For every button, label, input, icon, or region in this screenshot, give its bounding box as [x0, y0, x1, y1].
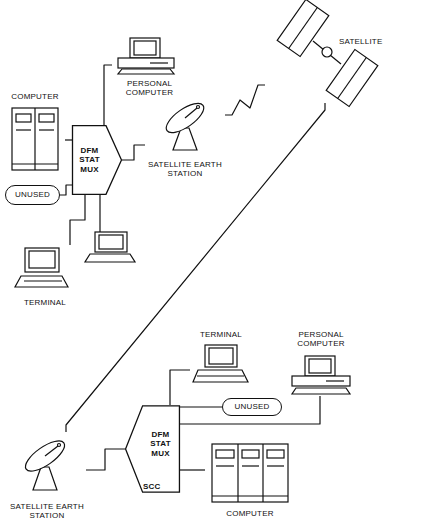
node-label: DFM STAT MUX: [143, 430, 178, 458]
node-label: SATELLITE EARTH STATION: [8, 502, 86, 520]
link-line: [66, 103, 325, 432]
link-line: [60, 185, 72, 195]
node-label: COMPUTER: [226, 509, 273, 518]
unused-port: UNUSED: [5, 185, 60, 205]
mux-outline: [126, 406, 180, 492]
terminal-icon: [15, 248, 68, 287]
personal-computer: PERSONAL COMPUTER: [112, 35, 187, 97]
link-line: [180, 396, 320, 424]
link-line: [65, 139, 72, 140]
node-label: TERMINAL: [200, 330, 242, 339]
personal-computer-icon: [292, 356, 350, 394]
node-label: UNUSED: [235, 402, 270, 411]
personal-computer-icon: [118, 38, 174, 74]
stat-mux: DFM STAT MUX SCC: [125, 405, 180, 493]
link-line: [180, 406, 222, 407]
earth-station: SATELLITE EARTH STATION: [145, 100, 225, 178]
sub-label: SCC: [143, 482, 161, 491]
terminal: TERMINAL: [15, 245, 75, 307]
node-label: SATELLITE EARTH STATION: [145, 160, 225, 178]
node-label: DFM STAT MUX: [74, 146, 105, 174]
link-line: [170, 370, 190, 405]
link-line: [225, 85, 265, 115]
node-label: UNUSED: [15, 190, 50, 199]
computer-cabinet-icon: [212, 444, 288, 502]
terminal: TERMINAL: [190, 330, 252, 386]
link-line: [180, 469, 205, 470]
computer: COMPUTER: [5, 92, 65, 174]
earth-station: SATELLITE EARTH STATION: [8, 432, 86, 520]
mux-outline: [73, 126, 122, 195]
satellite-icon: [277, 0, 378, 107]
link-line: [86, 449, 125, 470]
dish-antenna-icon: [21, 435, 69, 490]
dish-antenna-icon: [162, 98, 208, 150]
terminal-icon: [193, 345, 248, 382]
unused-port: UNUSED: [222, 398, 282, 416]
terminal-wire: [99, 195, 100, 232]
node-label: PERSONAL COMPUTER: [285, 330, 357, 348]
computer-cabinet-icon: [12, 108, 58, 170]
node-label: PERSONAL COMPUTER: [112, 79, 187, 97]
node-label: TERMINAL: [24, 298, 66, 307]
link-line: [70, 195, 85, 245]
node-label: COMPUTER: [11, 92, 58, 101]
node-label: SATELLITE: [339, 37, 382, 46]
link-line: [122, 145, 145, 160]
stat-mux: DFM STAT MUX: [72, 125, 122, 195]
personal-computer: PERSONAL COMPUTER: [285, 330, 357, 396]
link-line: [104, 65, 112, 125]
computer: COMPUTER: [205, 440, 295, 518]
terminal-icon: [85, 195, 135, 262]
satellite: SATELLITE: [265, 3, 385, 103]
